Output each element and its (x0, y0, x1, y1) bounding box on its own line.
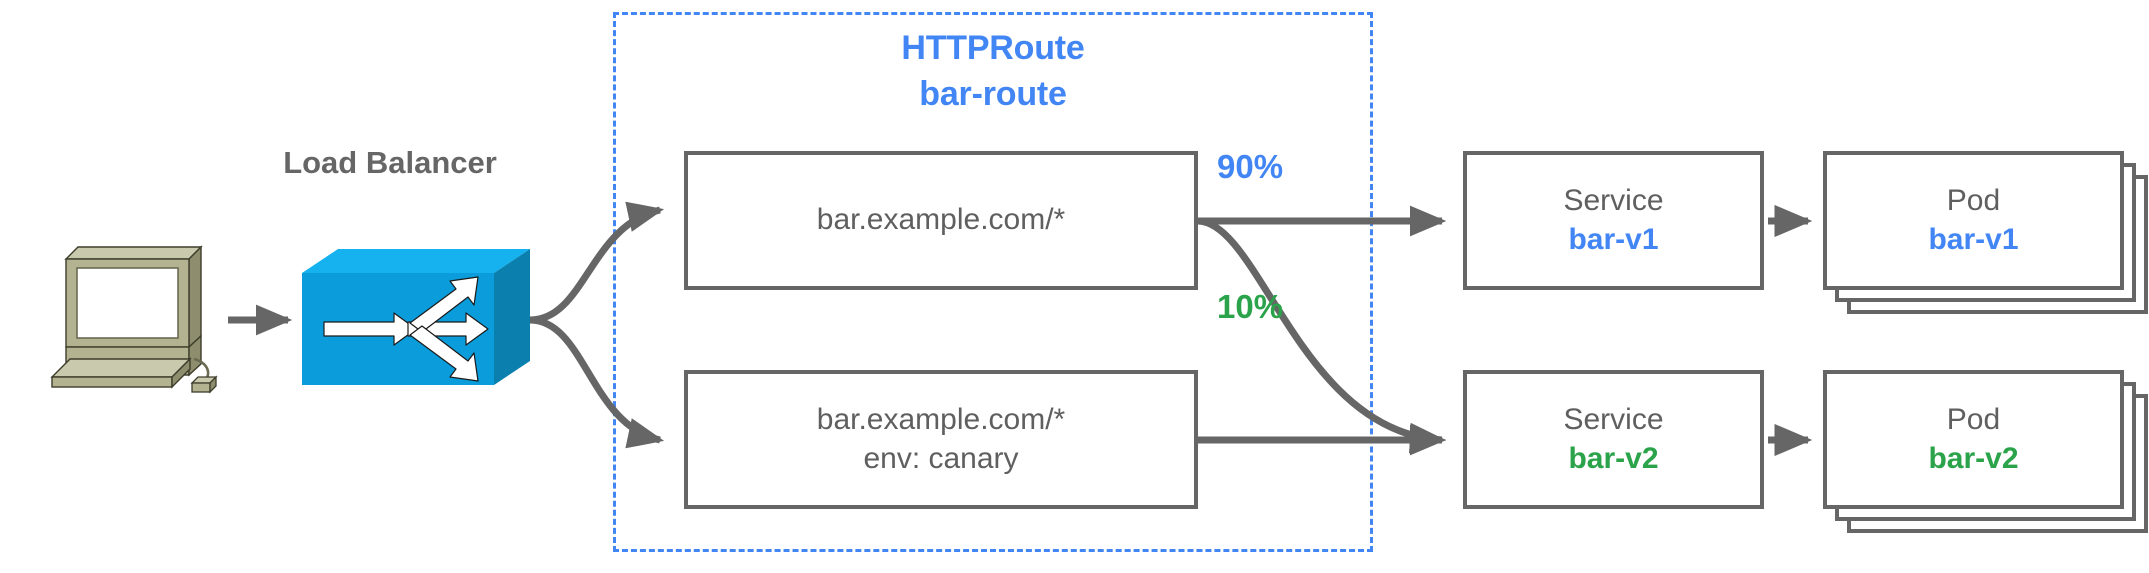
httproute-name: bar-route (919, 74, 1067, 113)
load-balancer-icon (298, 245, 541, 395)
pod-box-bar-v1[interactable]: Pod bar-v1 (1823, 151, 2124, 290)
pod-box-bar-v2[interactable]: Pod bar-v2 (1823, 370, 2124, 509)
weight-label-canary: 10% (1217, 288, 1284, 325)
pod-name-label: bar-v1 (1928, 222, 2019, 256)
httproute-title: HTTPRoute bar-route (613, 26, 1373, 117)
match-rule-box-primary[interactable]: bar.example.com/* (684, 151, 1198, 290)
service-box-bar-v2[interactable]: Service bar-v2 (1463, 370, 1764, 509)
service-name-label: bar-v2 (1568, 441, 1659, 475)
match-rule-header: env: canary (863, 441, 1019, 475)
match-rule-hostname: bar.example.com/* (816, 203, 1066, 237)
load-balancer-label: Load Balancer (283, 145, 497, 180)
httproute-kind: HTTPRoute (901, 29, 1085, 67)
match-rule-box-canary[interactable]: bar.example.com/* env: canary (684, 370, 1198, 509)
weight-label-primary: 90% (1217, 148, 1284, 185)
match-rule-hostname: bar.example.com/* (816, 403, 1066, 437)
pod-stack-bar-v1: Pod bar-v1 (1823, 151, 2148, 314)
service-box-bar-v1[interactable]: Service bar-v1 (1463, 151, 1764, 290)
pod-kind-label: Pod (1946, 403, 2001, 437)
service-kind-label: Service (1563, 403, 1664, 437)
service-kind-label: Service (1563, 184, 1664, 218)
pod-stack-bar-v2: Pod bar-v2 (1823, 370, 2148, 533)
pod-kind-label: Pod (1946, 184, 2001, 218)
computer-icon (44, 237, 219, 397)
pod-name-label: bar-v2 (1928, 441, 2019, 475)
service-name-label: bar-v1 (1568, 222, 1659, 256)
